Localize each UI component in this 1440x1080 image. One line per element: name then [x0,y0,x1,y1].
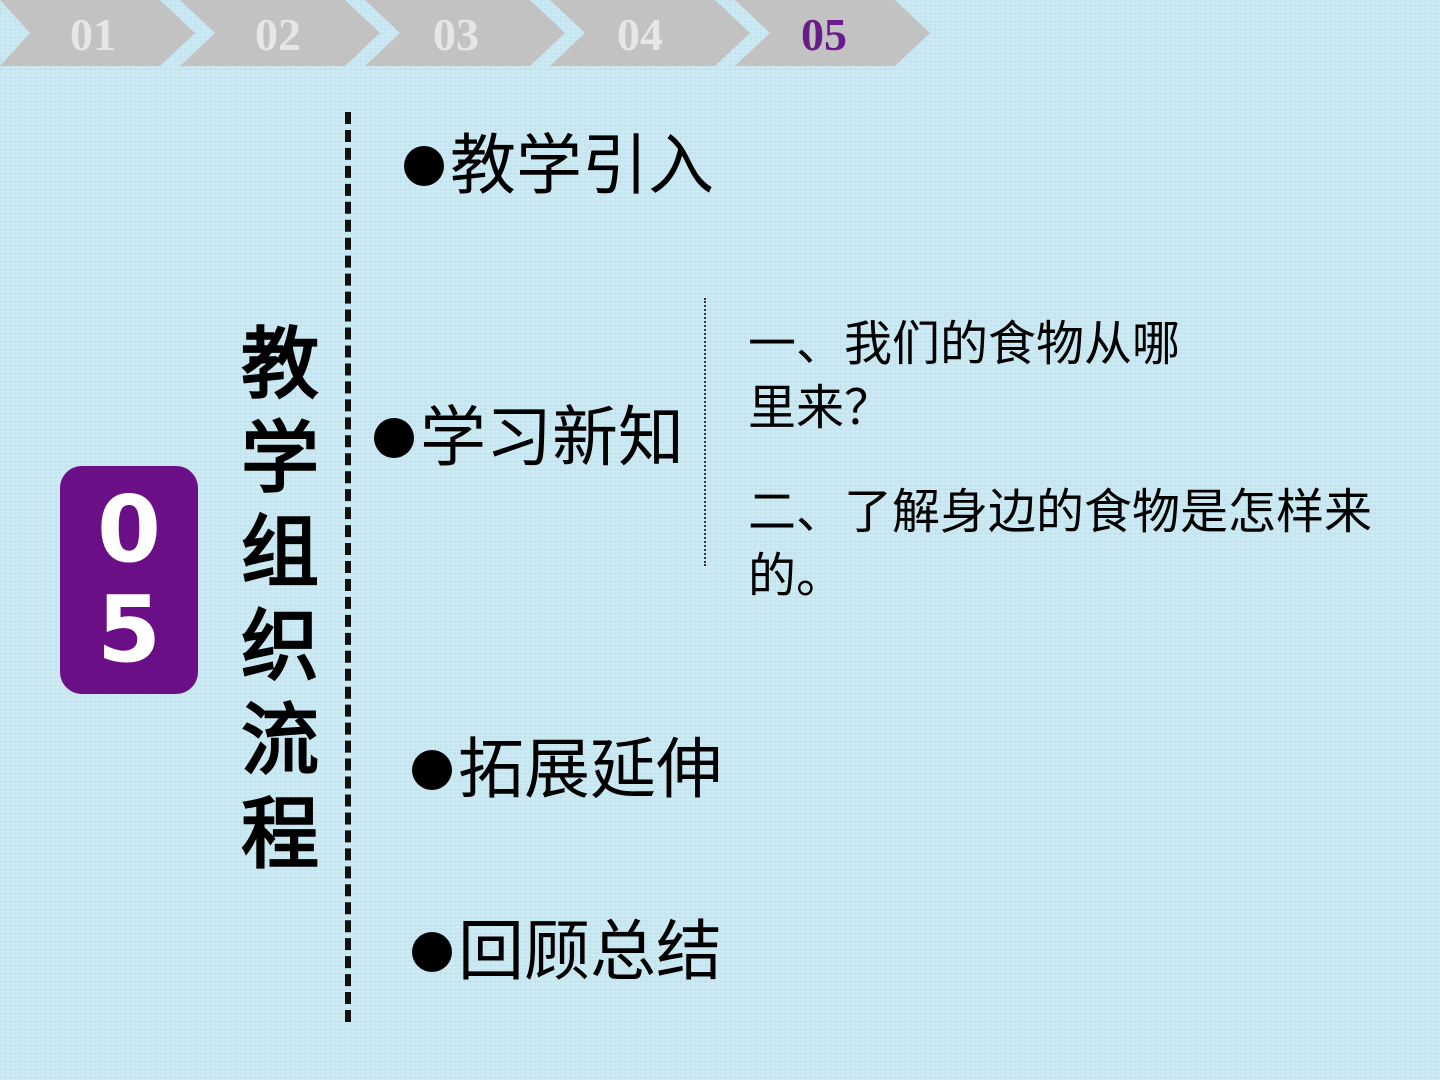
step-label-04[interactable]: 04 [617,9,663,60]
flow-item-review: 回顾总结 [412,912,722,992]
bullet-icon [404,146,444,186]
step-label-03[interactable]: 03 [433,9,479,60]
subitem-food-origin: 一、我们的食物从哪里来？ [748,316,1181,436]
subitem-food-process: 二、了解身边的食物是怎样来的。 [748,484,1373,604]
flow-item-extension: 拓展延伸 [412,730,722,810]
bullet-icon [412,750,452,790]
flow-item-label: 回顾总结 [458,913,722,990]
flow-item-new-knowledge: 学习新知 [374,398,684,478]
section-title-vertical: 教 学 组 织 流 程 [234,318,326,882]
step-arrow-01[interactable] [0,0,195,66]
step-arrow-03[interactable] [365,0,565,66]
badge-digit: 5 [96,576,161,683]
title-char: 教 [240,320,319,410]
step-arrows [0,0,930,66]
step-arrow-05[interactable] [735,0,930,66]
step-label-05-active[interactable]: 05 [801,9,847,60]
step-label-02[interactable]: 02 [255,9,301,60]
step-navigation: 01 02 03 04 05 [0,0,940,70]
title-char: 流 [240,696,319,786]
flow-item-intro: 教学引入 [404,126,714,206]
bullet-icon [374,418,414,458]
bullet-icon [412,932,452,972]
title-char: 组 [240,508,319,598]
title-char: 学 [240,414,319,504]
flow-item-label: 学习新知 [420,399,684,476]
dashed-divider [345,112,351,1022]
flow-item-label: 教学引入 [450,127,714,204]
title-char: 程 [240,790,319,880]
flow-item-label: 拓展延伸 [458,731,722,808]
badge-digit: 0 [96,476,161,583]
step-arrow-02[interactable] [180,0,380,66]
step-label-01[interactable]: 01 [70,9,116,60]
title-char: 织 [240,602,319,692]
step-arrow-04[interactable] [550,0,750,66]
section-number-badge: 0 5 [60,466,198,694]
dotted-bracket [704,298,706,566]
